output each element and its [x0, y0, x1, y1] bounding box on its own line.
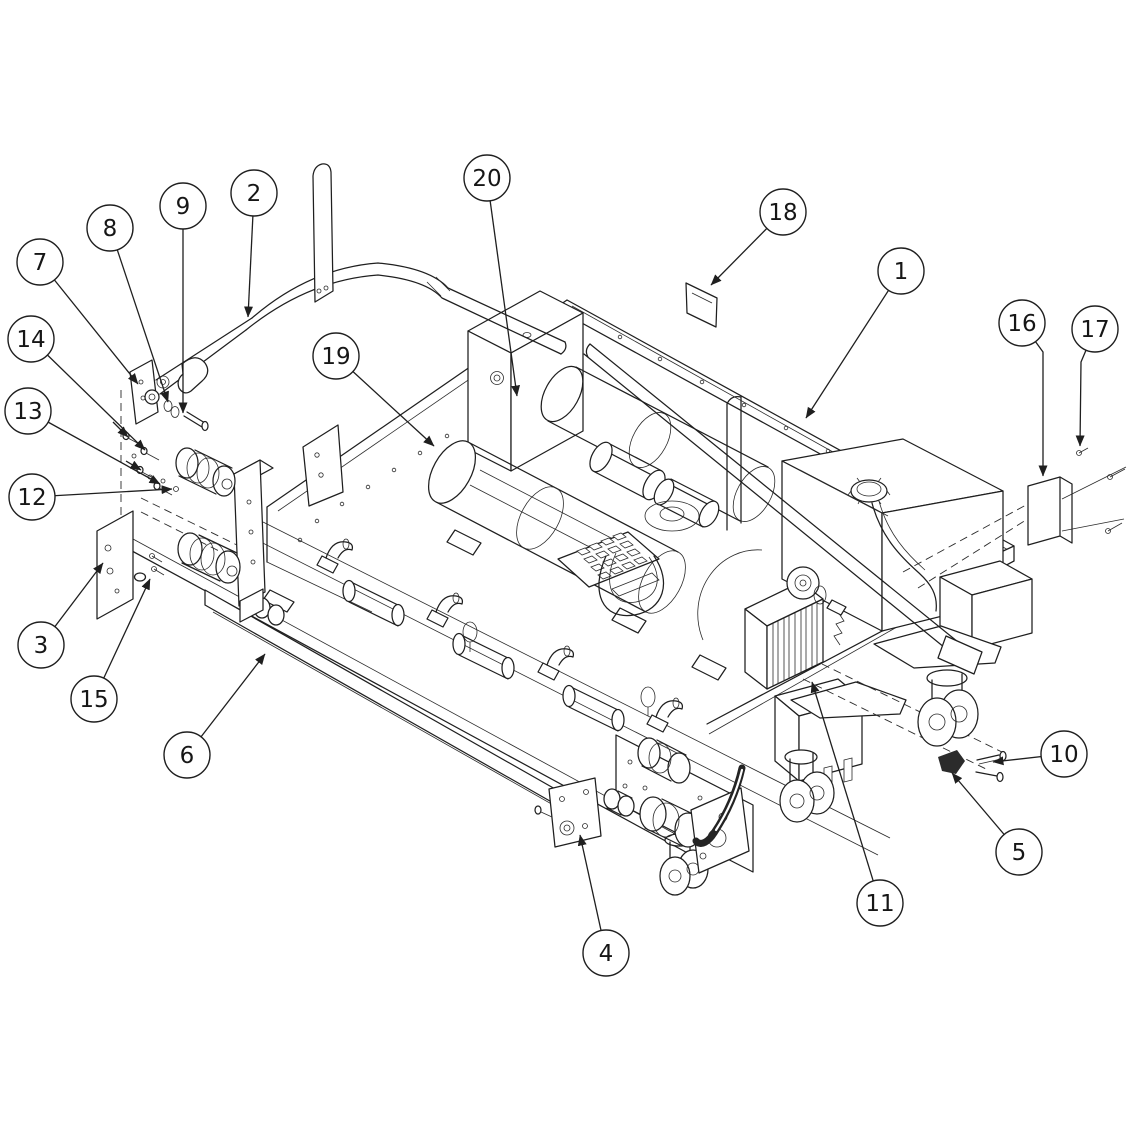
clamp-lever: [177, 357, 209, 394]
callout-2: 2: [230, 169, 278, 318]
callout-12: 12: [8, 473, 173, 521]
callout-number-7: 7: [33, 250, 48, 276]
callout-5: 5: [951, 772, 1043, 876]
front-panel-assembly: [603, 734, 754, 874]
casters: [659, 625, 1007, 896]
squeegee-clamp: [938, 750, 965, 774]
callout-number-16: 16: [1007, 311, 1036, 337]
roller-cylinders: [427, 365, 776, 614]
callout-number-18: 18: [768, 200, 797, 226]
callout-balloon-1: [877, 247, 925, 295]
callout-number-13: 13: [13, 399, 42, 425]
callout-number-11: 11: [865, 891, 894, 917]
keypad-console: [557, 531, 660, 597]
callout-balloon-7: [16, 238, 64, 286]
callout-number-4: 4: [599, 941, 614, 967]
callout-number-2: 2: [247, 181, 262, 207]
callout-balloon-20: [463, 154, 511, 202]
leader-arrow-13: [125, 460, 142, 471]
squeegee-end-plate: [548, 777, 602, 848]
callout-balloon-16: [998, 299, 1046, 347]
callout-number-19: 19: [321, 344, 350, 370]
callout-15: 15: [70, 578, 151, 723]
callout-number-6: 6: [180, 743, 195, 769]
callout-17: 17: [1071, 305, 1119, 447]
callout-balloon-19: [312, 332, 360, 380]
callout-balloon-8: [86, 204, 134, 252]
callout-14: 14: [7, 315, 146, 451]
left-roller-bracket: [173, 447, 274, 623]
leader-line-14: [30, 338, 146, 451]
callout-6: 6: [163, 653, 266, 779]
callout-10: 10: [992, 730, 1088, 778]
tank-filler-cap: [850, 479, 888, 503]
callout-number-10: 10: [1049, 742, 1078, 768]
leader-line-11: [810, 681, 881, 904]
leader-line-7: [39, 261, 139, 385]
left-end-bracket: [96, 510, 165, 620]
callout-number-8: 8: [103, 216, 118, 242]
callout-balloon-6: [163, 731, 211, 779]
label-plate: [685, 282, 718, 328]
callout-balloon-9: [159, 182, 207, 230]
leader-line-13: [27, 410, 161, 485]
callout-balloon-17: [1071, 305, 1119, 353]
callout-3: 3: [17, 562, 104, 669]
callout-balloon-18: [759, 188, 807, 236]
callout-number-20: 20: [472, 166, 501, 192]
callout-balloon-15: [70, 675, 118, 723]
callout-balloon-10: [1040, 730, 1088, 778]
callout-11: 11: [810, 681, 904, 927]
callout-balloon-2: [230, 169, 278, 217]
callout-9: 9: [159, 182, 207, 414]
callout-number-1: 1: [894, 259, 909, 285]
squeegee-bar: [204, 589, 602, 848]
leader-arrow-14: [112, 421, 129, 438]
leader-line-8: [109, 227, 169, 403]
leader-line-1: [805, 270, 902, 419]
callout-18: 18: [710, 188, 807, 286]
callout-number-12: 12: [17, 485, 46, 511]
machine-line-art: [96, 163, 1127, 896]
callout-number-9: 9: [176, 194, 191, 220]
deck-rails: [120, 390, 891, 864]
phantom-plate-and-screws: [902, 447, 1127, 589]
callout-number-3: 3: [34, 633, 49, 659]
callout-4: 4: [577, 834, 630, 977]
callout-number-15: 15: [79, 687, 108, 713]
callout-balloon-12: [8, 473, 56, 521]
callout-balloon-5: [995, 828, 1043, 876]
callout-number-14: 14: [16, 327, 45, 353]
callout-20: 20: [463, 154, 521, 397]
drain-hose: [871, 502, 937, 612]
brush-motor: [697, 549, 847, 690]
leader-line-20: [486, 177, 521, 397]
callout-1: 1: [805, 247, 925, 419]
handle-strap: [312, 163, 334, 303]
callout-19: 19: [312, 332, 435, 447]
callout-8: 8: [86, 204, 169, 403]
callout-balloon-3: [17, 621, 65, 669]
callout-13: 13: [4, 387, 161, 485]
callout-number-5: 5: [1012, 840, 1027, 866]
callout-16: 16: [998, 299, 1048, 477]
callout-balloon-11: [856, 879, 904, 927]
callout-balloon-13: [4, 387, 52, 435]
callout-balloon-4: [582, 929, 630, 977]
callout-number-17: 17: [1080, 317, 1109, 343]
handlebar-assembly: [129, 163, 983, 675]
callout-7: 7: [16, 238, 139, 385]
callout-balloon-14: [7, 315, 55, 363]
